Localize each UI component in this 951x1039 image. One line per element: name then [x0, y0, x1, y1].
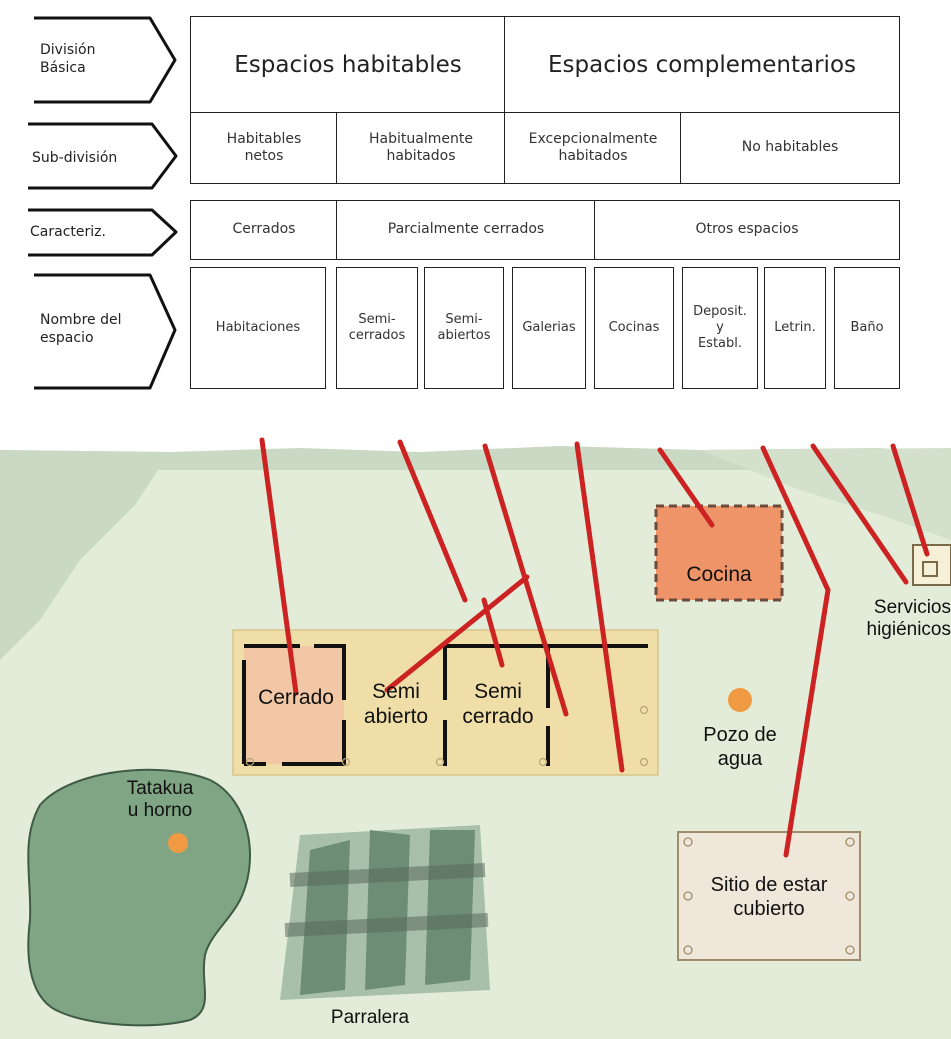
arrow-basic	[34, 16, 177, 104]
label-cerrado: Cerrado	[258, 686, 334, 709]
cell-habitables-netos: Habitables netos	[190, 112, 338, 184]
cell-parcialmente-cerrados: Parcialmente cerrados	[336, 200, 596, 260]
connector-lines	[259, 437, 930, 858]
cocina-box	[654, 504, 784, 602]
row-label-basic: División Básica	[40, 42, 96, 76]
cell-semi-cerrados: Semi- cerrados	[336, 267, 418, 389]
cell-no-habitables: No habitables	[680, 112, 900, 184]
row-label-nombre: Nombre del espacio	[40, 312, 122, 346]
background-left-shape	[0, 450, 170, 660]
cell-habitualmente-habitados: Habitualmente habitados	[336, 112, 506, 184]
arrow-caract	[28, 208, 178, 257]
house-post-markers	[245, 705, 649, 767]
label-parralera: Parralera	[330, 1007, 410, 1028]
cell-otros-espacios: Otros espacios	[594, 200, 900, 260]
cell-cerrados: Cerrados	[190, 200, 338, 260]
label-sitio: Sitio de estar cubierto	[710, 874, 828, 920]
cell-espacios-complementarios: Espacios complementarios	[504, 16, 900, 114]
sitio-box	[677, 831, 861, 961]
row-label-caract: Caracteriz.	[30, 224, 106, 240]
parralera-shape	[280, 825, 490, 1000]
label-tatakua: Tatakua u horno	[126, 778, 194, 822]
cell-semi-abiertos: Semi- abiertos	[424, 267, 504, 389]
background-right-shape	[700, 448, 951, 540]
row-label-arrows	[28, 16, 178, 390]
arrow-nombre	[34, 273, 177, 390]
tatakua-dot	[168, 833, 188, 853]
label-semi-abierto: Semi abierto	[363, 680, 429, 728]
cell-deposit-establ: Deposit. y Establ.	[682, 267, 758, 389]
cell-habitaciones: Habitaciones	[190, 267, 326, 389]
label-cocina: Cocina	[686, 563, 752, 586]
label-semi-cerrado: Semi cerrado	[462, 680, 534, 728]
label-pozo: Pozo de agua	[703, 724, 777, 770]
cell-cocinas: Cocinas	[594, 267, 674, 389]
servicios-icon	[912, 544, 951, 586]
cell-galerias: Galerias	[512, 267, 586, 389]
tatakua-shape	[27, 768, 251, 1027]
cell-letrin: Letrin.	[764, 267, 826, 389]
pozo-dot	[728, 688, 752, 712]
cell-excepcionalmente-habitados: Excepcionalmente habitados	[504, 112, 682, 184]
arrow-sub	[28, 122, 178, 190]
row-label-sub: Sub-división	[32, 150, 118, 166]
cell-bano: Baño	[834, 267, 900, 389]
label-servicios: Servicios higiénicos	[866, 597, 951, 641]
cell-espacios-habitables: Espacios habitables	[190, 16, 506, 114]
